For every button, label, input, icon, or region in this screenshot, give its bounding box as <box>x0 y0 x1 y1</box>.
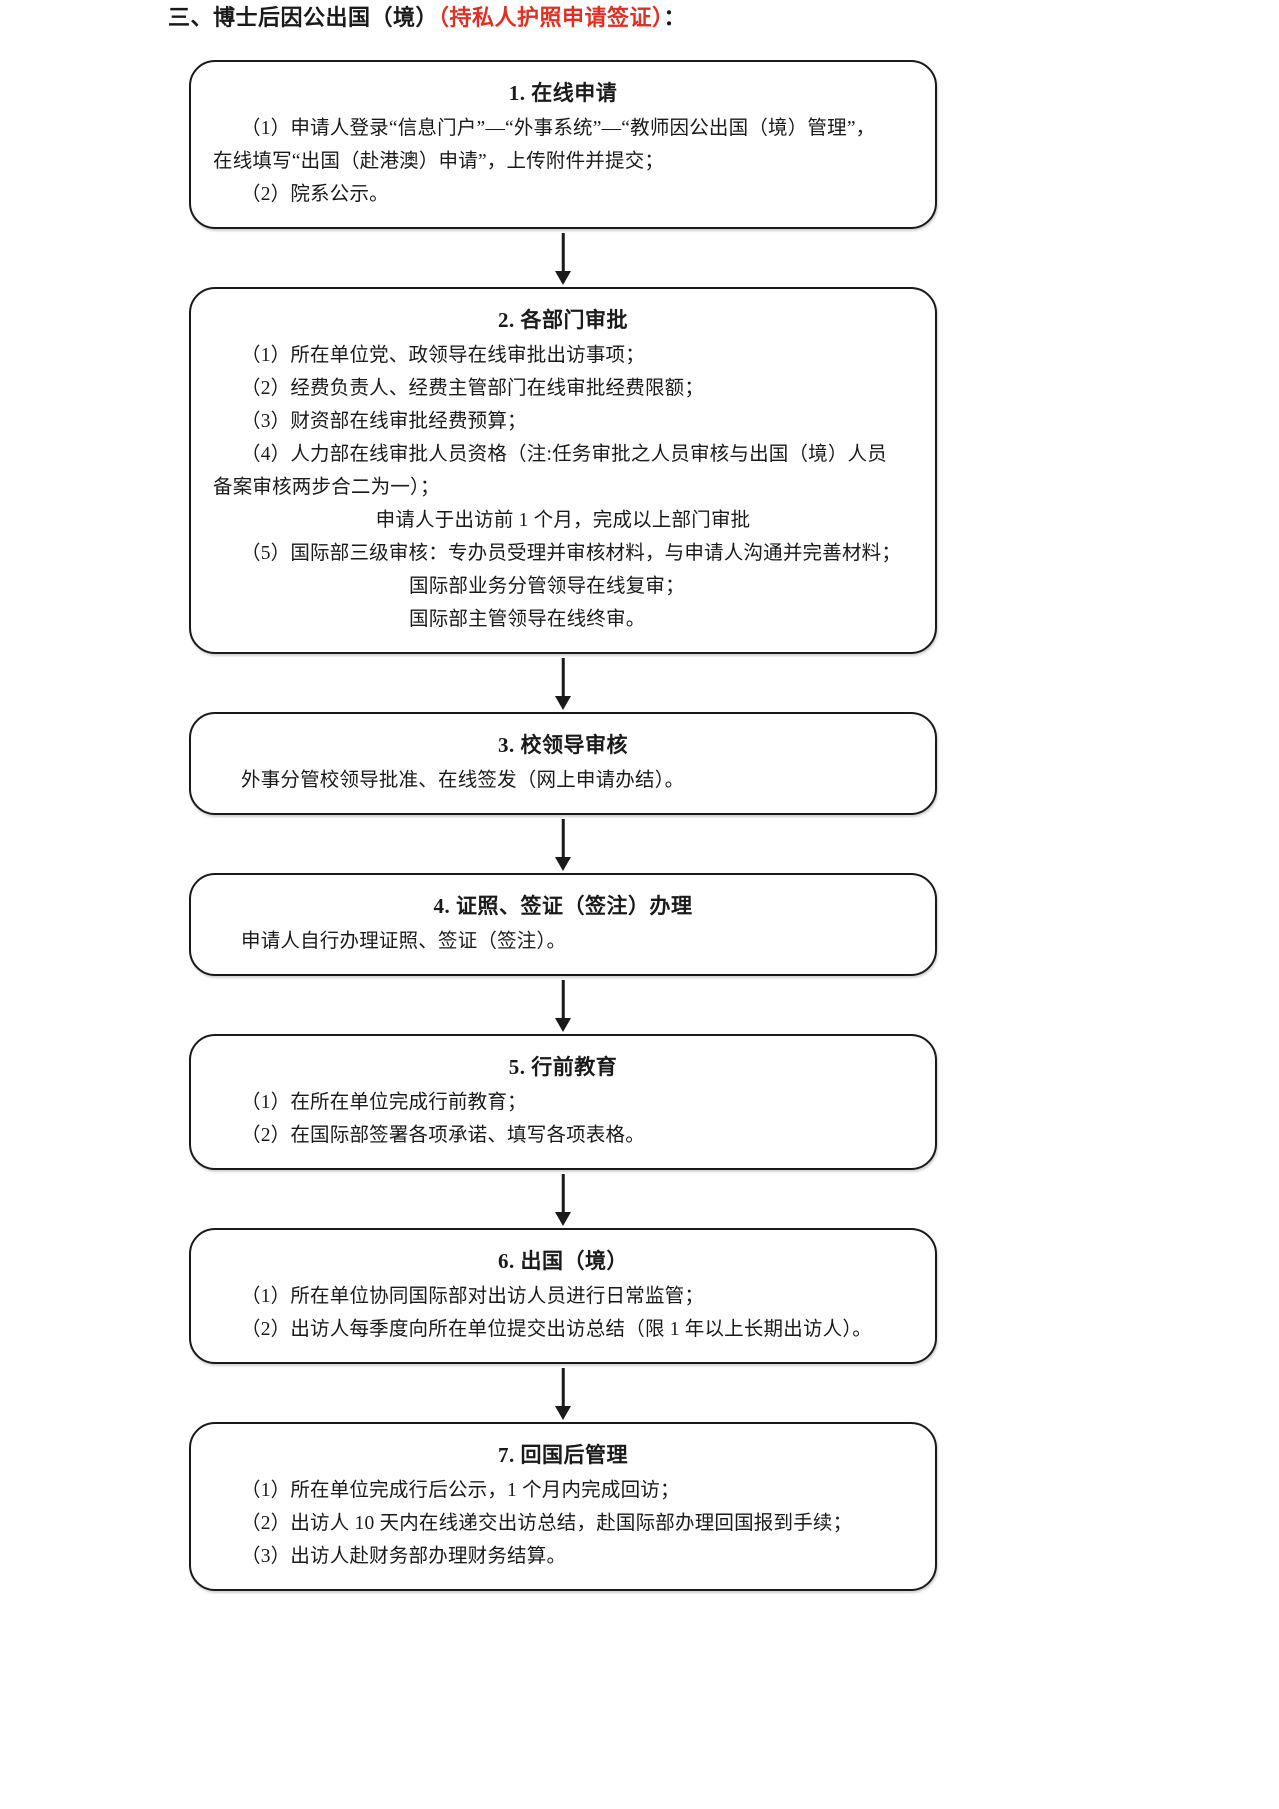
flow-node-line: 申请人于出访前 1 个月，完成以上部门审批 <box>375 510 751 531</box>
flow-node-step-6: 6. 出国（境） （1）所在单位协同国际部对出访人员进行日常监管； （2）出访人每季… <box>189 1228 937 1364</box>
flow-node-line: （2）院系公示。 <box>241 184 389 205</box>
flow-connector-arrow <box>189 1170 937 1228</box>
flow-node-line: （2）在国际部签署各项承诺、填写各项表格。 <box>241 1125 645 1146</box>
flow-node-title: 6. 出国（境） <box>498 1249 628 1273</box>
flow-node-line: （1）所在单位党、政领导在线审批出访事项； <box>241 345 645 366</box>
flow-node-line: （1）申请人登录“信息门户”—“外事系统”—“教师因公出国（境）管理”， <box>241 118 876 139</box>
flow-node-title: 7. 回国后管理 <box>498 1443 628 1467</box>
flow-node-body: （1）申请人登录“信息门户”—“外事系统”—“教师因公出国（境）管理”， 在线填写… <box>213 112 913 211</box>
flow-node-step-3: 3. 校领导审核外事分管校领导批准、在线签发（网上申请办结）。 <box>189 712 937 815</box>
section-heading-highlight: （持私人护照申请签证） <box>438 5 664 30</box>
flow-connector-arrow <box>189 815 937 873</box>
flow-node-line: （2）出访人每季度向所在单位提交出访总结（限 1 年以上长期出访人）。 <box>241 1319 873 1340</box>
flow-node-step-7: 7. 回国后管理 （1）所在单位完成行后公示，1 个月内完成回访； （2）出访人 1… <box>189 1422 937 1591</box>
flow-node-line: （5）国际部三级审核：专办员受理并审核材料，与申请人沟通并完善材料； <box>241 543 902 564</box>
arrow-head-icon <box>555 1018 571 1032</box>
flow-node-line: （1）所在单位完成行后公示，1 个月内完成回访； <box>241 1480 680 1501</box>
flow-node-step-5: 5. 行前教育 （1）在所在单位完成行前教育； （2）在国际部签署各项承诺、填写各项… <box>189 1034 937 1170</box>
flow-connector-arrow <box>189 229 937 287</box>
flow-node-body: （1）所在单位完成行后公示，1 个月内完成回访； （2）出访人 10 天内在线递交… <box>213 1474 913 1573</box>
flow-node-line: 申请人自行办理证照、签证（签注）。 <box>241 931 567 952</box>
flow-node-line: （4）人力部在线审批人员资格（注:任务审批之人员审核与出国（境）人员 <box>241 444 887 465</box>
section-heading-prefix: 三、博士后因公出国（境） <box>168 5 439 30</box>
arrow-shaft <box>561 819 565 861</box>
flow-node-line: 国际部主管领导在线终审。 <box>409 609 646 630</box>
section-heading: 三、博士后因公出国（境）（持私人护照申请签证）： <box>168 2 686 34</box>
flow-node-line: （1）所在单位协同国际部对出访人员进行日常监管； <box>241 1286 705 1307</box>
flow-node-body: （1）在所在单位完成行前教育； （2）在国际部签署各项承诺、填写各项表格。 <box>213 1086 913 1152</box>
flow-node-body: 外事分管校领导批准、在线签发（网上申请办结）。 <box>213 764 913 797</box>
flow-connector-arrow <box>189 654 937 712</box>
arrow-shaft <box>561 1174 565 1216</box>
arrow-shaft <box>561 1368 565 1410</box>
arrow-shaft <box>561 233 565 275</box>
flow-node-step-4: 4. 证照、签证（签注）办理申请人自行办理证照、签证（签注）。 <box>189 873 937 976</box>
section-heading-suffix: ： <box>663 5 687 30</box>
flow-node-line: 国际部业务分管领导在线复审； <box>409 576 685 597</box>
arrow-head-icon <box>555 271 571 285</box>
flow-node-line: （3）出访人赴财务部办理财务结算。 <box>241 1546 567 1567</box>
flow-node-title: 1. 在线申请 <box>508 81 618 105</box>
flow-node-body: （1）所在单位协同国际部对出访人员进行日常监管； （2）出访人每季度向所在单位提交… <box>213 1280 913 1346</box>
flow-node-line: （2）出访人 10 天内在线递交出访总结，赴国际部办理回国报到手续； <box>241 1513 853 1534</box>
flow-node-line: （2）经费负责人、经费主管部门在线审批经费限额； <box>241 378 705 399</box>
flow-node-step-1: 1. 在线申请 （1）申请人登录“信息门户”—“外事系统”—“教师因公出国（境）管… <box>189 60 937 229</box>
flow-node-line: 备案审核两步合二为一）； <box>213 477 440 498</box>
arrow-shaft <box>561 980 565 1022</box>
flow-node-line: （3）财资部在线审批经费预算； <box>241 411 527 432</box>
flow-node-body: （1）所在单位党、政领导在线审批出访事项； （2）经费负责人、经费主管部门在线审批… <box>213 339 913 636</box>
flow-node-title: 2. 各部门审批 <box>498 308 628 332</box>
flow-connector-arrow <box>189 976 937 1034</box>
arrow-shaft <box>561 658 565 700</box>
arrow-head-icon <box>555 857 571 871</box>
arrow-head-icon <box>555 696 571 710</box>
flow-connector-arrow <box>189 1364 937 1422</box>
flow-node-body: 申请人自行办理证照、签证（签注）。 <box>213 925 913 958</box>
flow-node-step-2: 2. 各部门审批 （1）所在单位党、政领导在线审批出访事项； （2）经费负责人、经费… <box>189 287 937 654</box>
flowchart: 1. 在线申请 （1）申请人登录“信息门户”—“外事系统”—“教师因公出国（境）管… <box>189 60 937 1591</box>
arrow-head-icon <box>555 1212 571 1226</box>
flow-node-line: （1）在所在单位完成行前教育； <box>241 1092 527 1113</box>
flow-node-title: 4. 证照、签证（签注）办理 <box>433 894 693 918</box>
flow-node-title: 3. 校领导审核 <box>498 733 628 757</box>
flow-node-title: 5. 行前教育 <box>508 1055 618 1079</box>
arrow-head-icon <box>555 1406 571 1420</box>
flow-node-line: 外事分管校领导批准、在线签发（网上申请办结）。 <box>241 770 685 791</box>
flow-node-line: 在线填写“出国（赴港澳）申请”，上传附件并提交； <box>213 151 665 172</box>
